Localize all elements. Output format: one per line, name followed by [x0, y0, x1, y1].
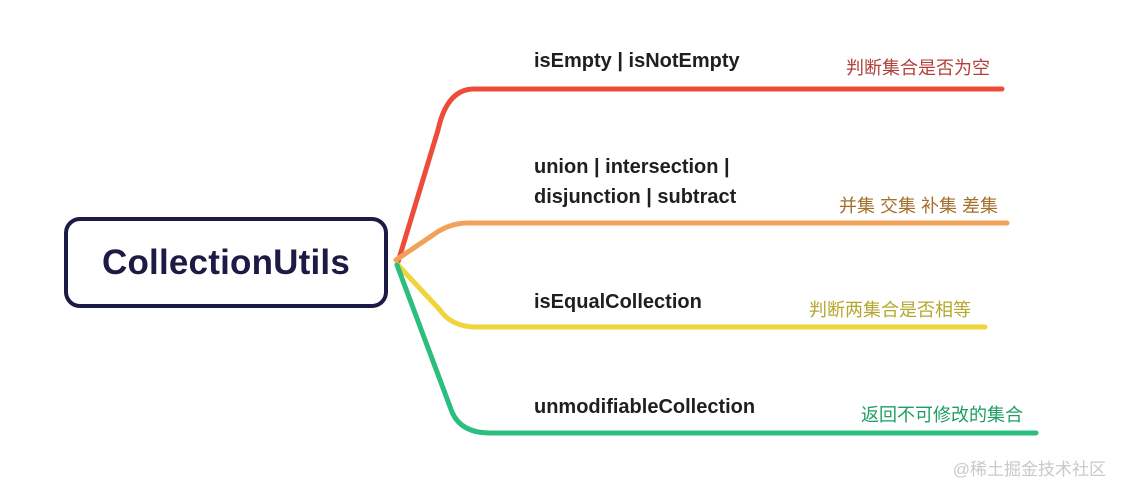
branch-node-union[interactable]: union | intersection | disjunction | sub… — [534, 156, 737, 208]
branch-2-connector-line — [393, 220, 1010, 263]
branch-note-isequalcollection[interactable]: 判断两集合是否相等 — [809, 300, 971, 320]
root-node-label: CollectionUtils — [101, 242, 351, 282]
root-node-collectionutils[interactable]: CollectionUtils — [64, 217, 388, 308]
branch-4-connector-line — [394, 262, 1039, 436]
branch-3-connector-line — [394, 261, 988, 330]
branch-note-isempty[interactable]: 判断集合是否为空 — [846, 58, 990, 78]
branch-1-connector-line — [395, 86, 1005, 265]
branch-node-unmodifiablecollection[interactable]: unmodifiableCollection — [534, 396, 756, 418]
branch-note-union[interactable]: 并集 交集 补集 差集 — [839, 196, 999, 216]
branch-note-unmodifiablecollection[interactable]: 返回不可修改的集合 — [861, 405, 1023, 425]
juejin-watermark: @稀土掘金技术社区 — [952, 460, 1106, 479]
branch-node-isempty[interactable]: isEmpty | isNotEmpty — [534, 50, 740, 72]
branch-node-isequalcollection[interactable]: isEqualCollection — [534, 291, 702, 313]
